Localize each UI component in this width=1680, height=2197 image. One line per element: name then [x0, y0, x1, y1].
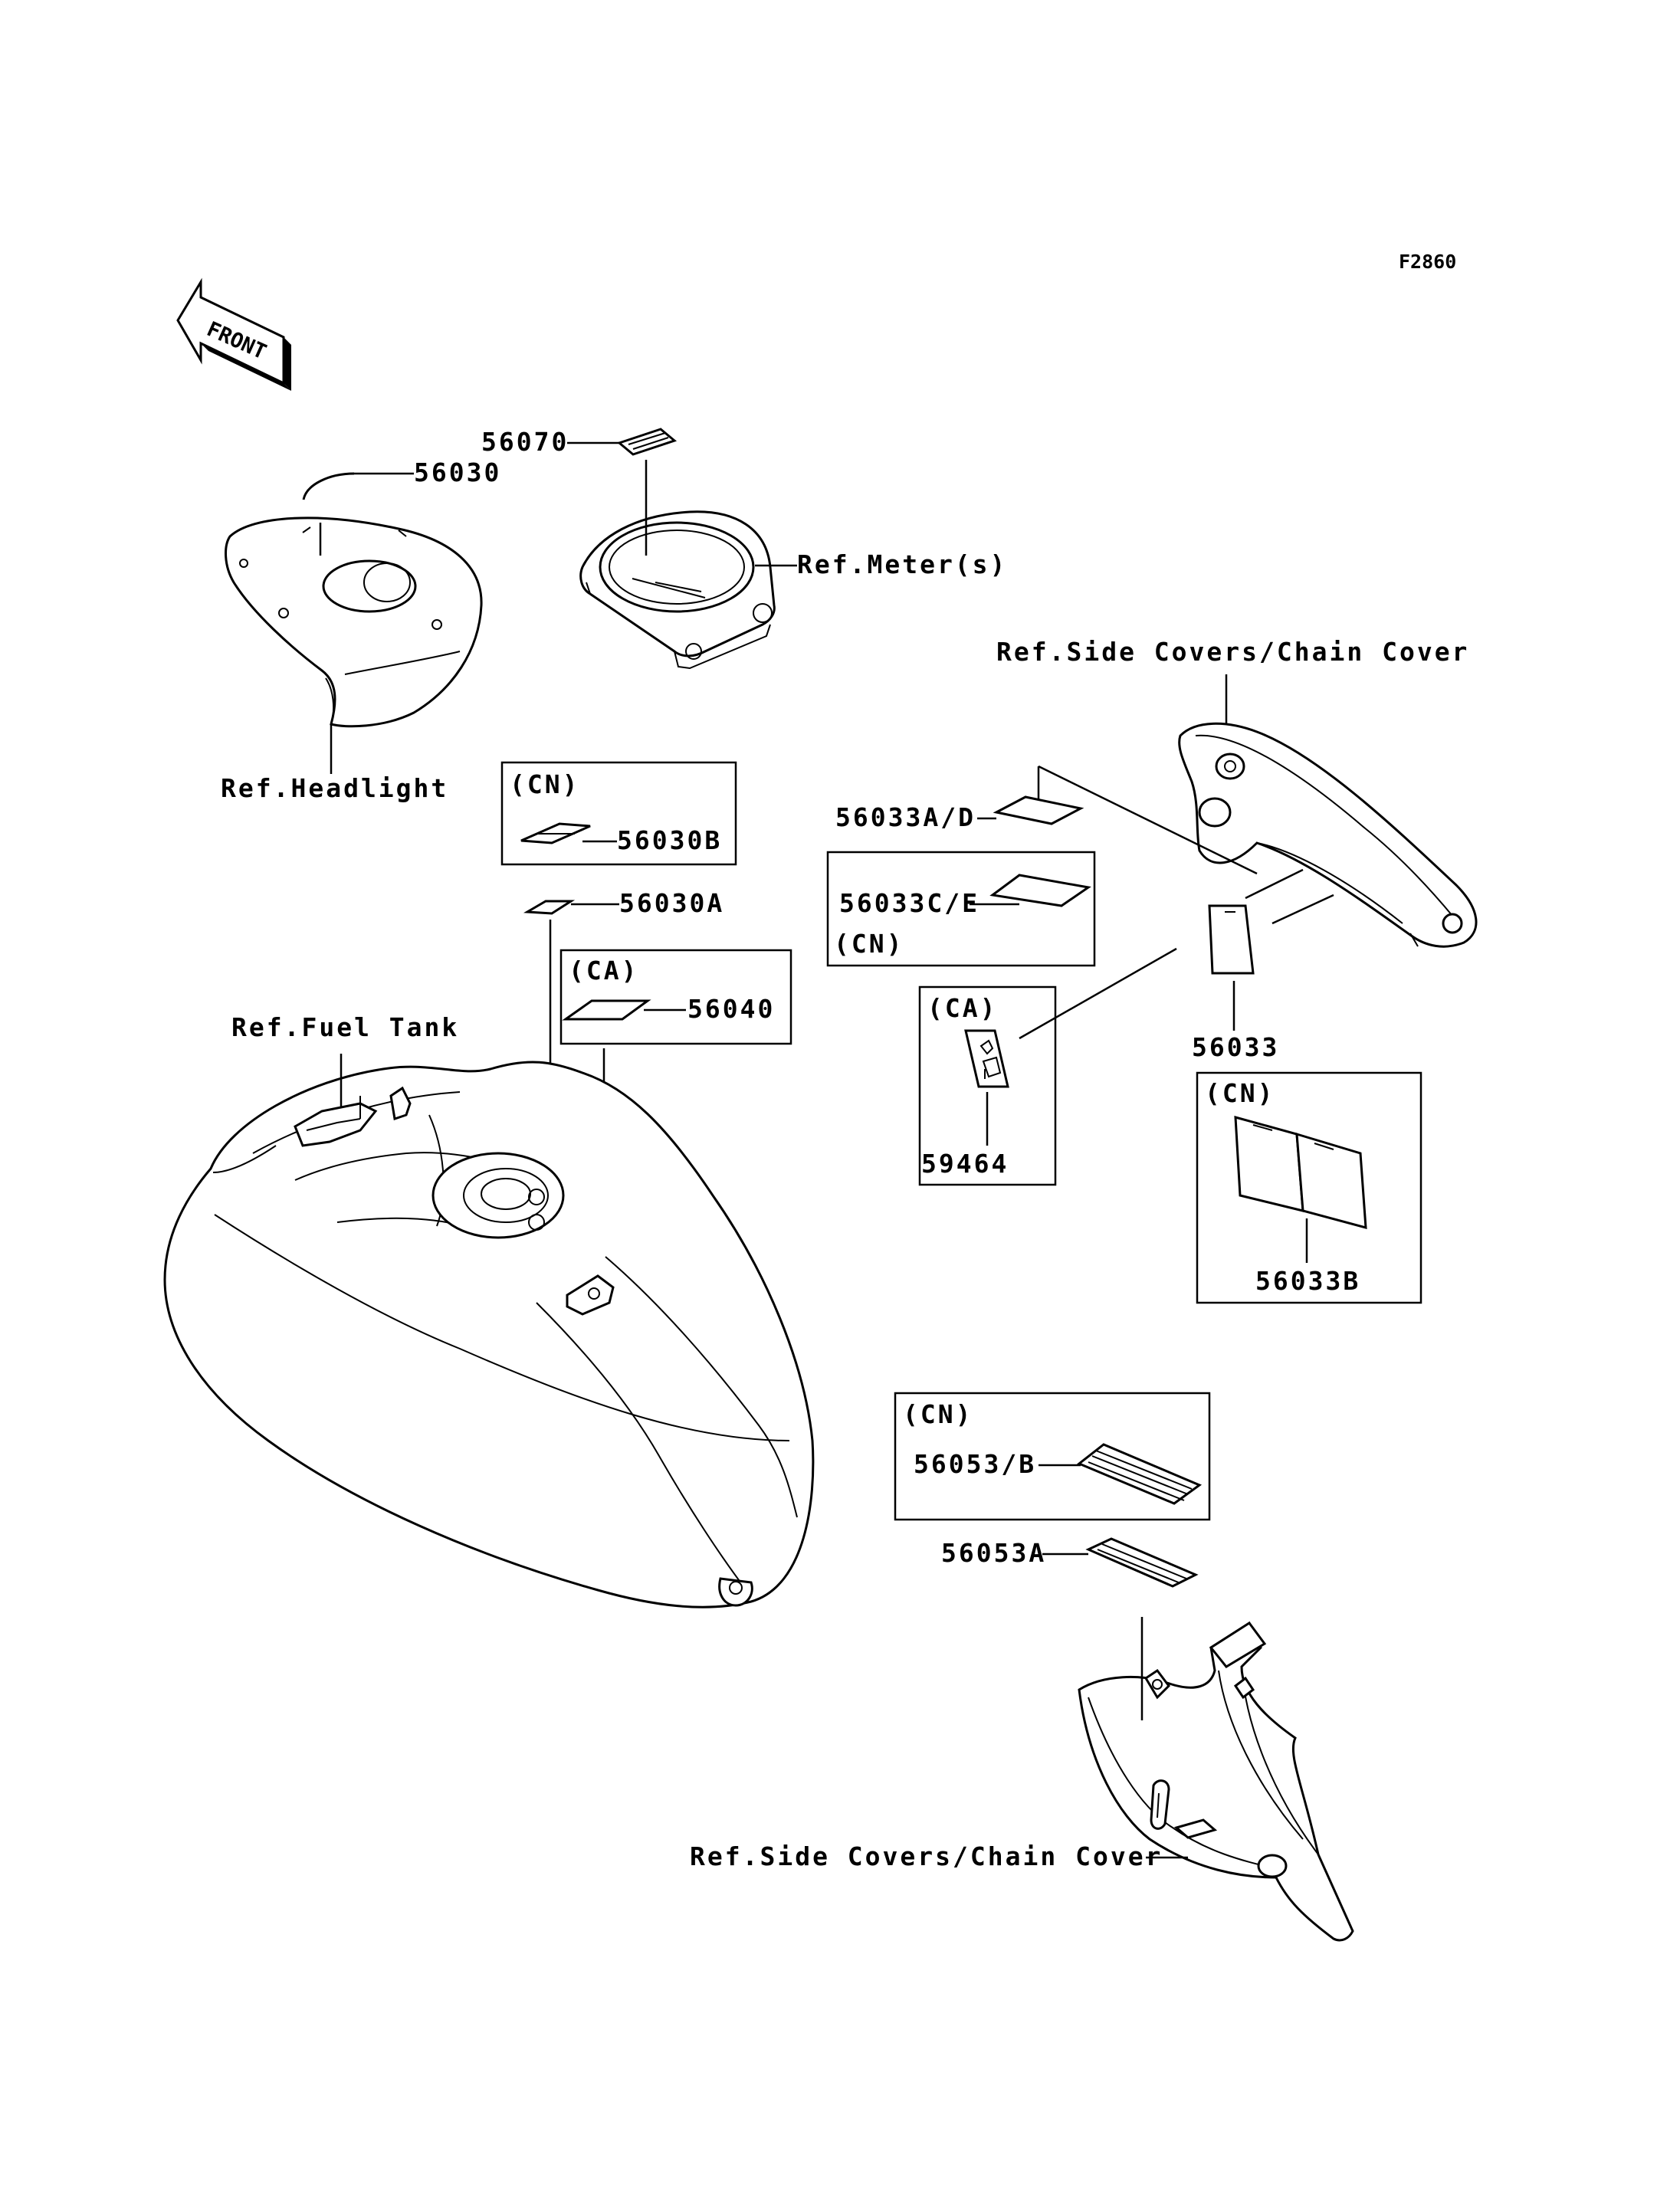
label-ref-side-covers-top: Ref.Side Covers/Chain Cover	[996, 637, 1469, 667]
label-56053b: 56053/B	[914, 1449, 1036, 1479]
side-cover-bottom	[1078, 1621, 1354, 1942]
part-56033b-decal-left	[1234, 1115, 1304, 1212]
label-ref-fuel-tank: Ref.Fuel Tank	[231, 1012, 459, 1042]
region-box-56030b	[500, 761, 737, 866]
label-56030: 56030	[414, 457, 501, 487]
label-56053a: 56053A	[941, 1538, 1046, 1568]
part-59464-decal	[964, 1029, 1009, 1088]
part-56053a-decal	[1085, 1537, 1199, 1588]
region-tag-cn-56033ce: (CN)	[834, 929, 904, 959]
part-56033-decal	[1208, 904, 1255, 975]
label-ref-headlight: Ref.Headlight	[221, 773, 448, 803]
part-56030a-decal	[523, 900, 576, 915]
part-56030-strip	[302, 472, 355, 500]
part-56033b-decal-right	[1295, 1132, 1367, 1229]
label-56030b: 56030B	[617, 825, 722, 855]
diagram-code: F2860	[1399, 251, 1456, 273]
region-box-56033ce	[826, 851, 1096, 967]
region-tag-cn-56030b: (CN)	[510, 769, 579, 799]
region-box-56033b	[1196, 1071, 1422, 1304]
label-56033ad: 56033A/D	[835, 802, 976, 832]
region-tag-cn-56033b: (CN)	[1205, 1078, 1275, 1108]
label-59464: 59464	[921, 1149, 1009, 1179]
region-tag-cn-56053b: (CN)	[903, 1399, 973, 1429]
label-56070: 56070	[481, 427, 569, 457]
part-56040-decal	[562, 999, 651, 1021]
label-56033ce: 56033C/E	[839, 888, 979, 918]
label-56040: 56040	[687, 994, 775, 1024]
part-56053b-decal	[1077, 1443, 1203, 1505]
label-56030a: 56030A	[619, 888, 724, 918]
fuel-tank	[163, 1061, 815, 1608]
region-box-56053b	[894, 1392, 1211, 1521]
region-tag-ca-59464: (CA)	[927, 993, 997, 1023]
label-56033b: 56033B	[1255, 1266, 1360, 1296]
label-ref-meters: Ref.Meter(s)	[797, 549, 1007, 579]
part-56033ce-decal	[989, 874, 1091, 907]
side-cover-top	[1178, 722, 1478, 948]
region-box-56040	[559, 949, 792, 1045]
region-box-59464	[918, 985, 1057, 1186]
front-arrow-icon: FRONT	[176, 277, 291, 391]
meter-assembly	[579, 510, 776, 670]
part-56070-decal	[616, 428, 678, 456]
headlight-cowl	[225, 516, 483, 728]
part-56033ad-decal	[993, 795, 1084, 825]
region-tag-ca-56040: (CA)	[569, 956, 638, 985]
label-ref-side-covers-bottom: Ref.Side Covers/Chain Cover	[690, 1841, 1163, 1871]
label-56033: 56033	[1192, 1032, 1279, 1062]
